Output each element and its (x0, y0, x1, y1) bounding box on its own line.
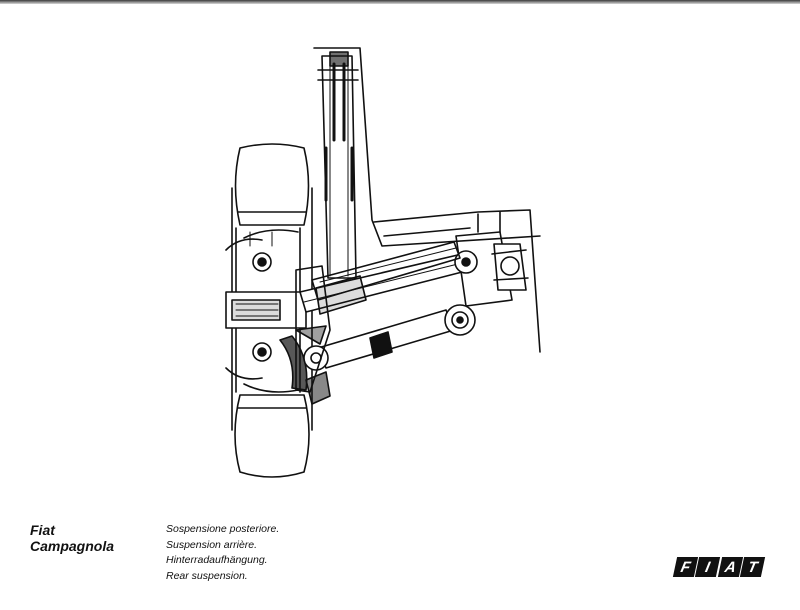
model-name: Campagnola (30, 538, 115, 554)
logo-letter: T (739, 557, 766, 577)
logo-letter: A (717, 557, 743, 577)
photo-top-edge (0, 0, 800, 4)
caption-block: Sospensione posteriore. Suspension arriè… (166, 522, 279, 584)
caption-french: Suspension arrière. (166, 538, 258, 551)
vehicle-model-name: Fiat Campagnola (30, 522, 114, 554)
fiat-logo: F I A T (672, 557, 766, 577)
steering-knuckle (295, 265, 331, 405)
rear-suspension-illustration (225, 47, 541, 478)
caption-german: Hinterradaufhängung. (166, 554, 268, 566)
chassis-frame (373, 209, 541, 353)
logo-letter: I (695, 557, 721, 577)
lower-control-arm (303, 304, 476, 371)
wheel-hub (225, 227, 308, 393)
model-make: Fiat (30, 522, 55, 538)
caption-english: Rear suspension. (166, 569, 248, 582)
drive-shaft (299, 243, 529, 315)
upper-control-arm (311, 241, 461, 301)
shock-absorber (313, 47, 541, 279)
caption-italian: Sospensione posteriore. (166, 523, 280, 535)
